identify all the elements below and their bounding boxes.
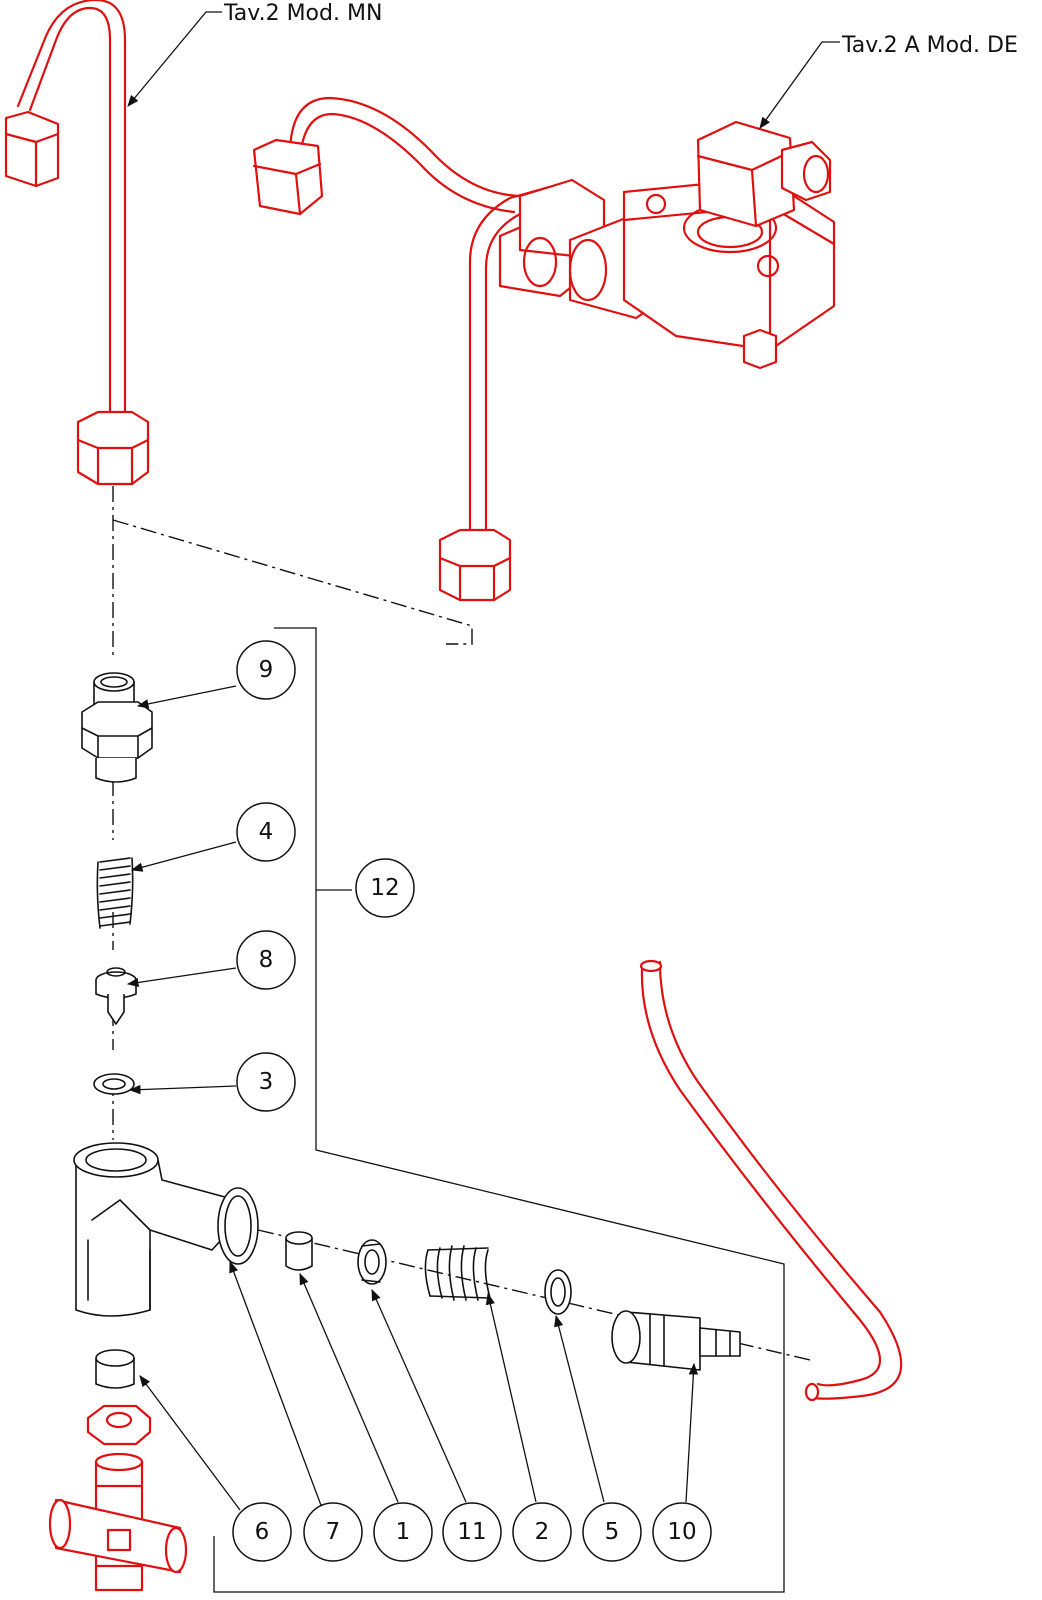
flexible-hose-red xyxy=(639,959,903,1402)
reference-leader-mn xyxy=(127,11,222,107)
part-4-spring xyxy=(96,857,134,929)
part-2-spring xyxy=(424,1245,491,1301)
balloon-label: 7 xyxy=(326,1519,341,1545)
kit-bracket xyxy=(213,627,785,1593)
reference-label-mn: Tav.2 Mod. MN xyxy=(223,1,382,26)
balloon-7: 7 xyxy=(303,1502,363,1562)
balloon-8: 8 xyxy=(236,930,296,990)
balloon-label: 2 xyxy=(535,1519,550,1545)
balloon-label: 1 xyxy=(396,1519,411,1545)
balloon-9: 9 xyxy=(236,640,296,700)
balloon-4: 4 xyxy=(236,802,296,862)
part-10-hose-connector xyxy=(611,1310,741,1371)
part-7-sleeve xyxy=(285,1231,313,1271)
balloon-label: 4 xyxy=(259,819,274,845)
tee-fitting-red xyxy=(48,1452,188,1592)
balloon-2: 2 xyxy=(512,1502,572,1562)
balloon-5: 5 xyxy=(582,1502,642,1562)
balloon-label: 9 xyxy=(259,657,274,683)
nut-de-left xyxy=(252,138,324,216)
part-5-oring xyxy=(544,1269,572,1315)
balloon-6: 6 xyxy=(232,1502,292,1562)
part-body-tee xyxy=(73,1142,259,1317)
reference-leader-de xyxy=(759,41,840,129)
balloon-3: 3 xyxy=(236,1052,296,1112)
balloon-label: 6 xyxy=(255,1519,270,1545)
balloon-label: 10 xyxy=(667,1519,696,1545)
balloon-label: 5 xyxy=(605,1519,620,1545)
tube-mod-mn xyxy=(4,0,150,486)
nut-de-bottom xyxy=(438,528,512,602)
balloon-label: 11 xyxy=(457,1519,486,1545)
nut-mn-top xyxy=(4,110,60,188)
part-9-nipple xyxy=(81,672,153,783)
balloon-11: 11 xyxy=(442,1502,502,1562)
balloon-10: 10 xyxy=(652,1502,712,1562)
valve-assembly-mod-de xyxy=(252,96,836,602)
balloon-label: 3 xyxy=(259,1069,274,1095)
part-1-retainer xyxy=(357,1239,387,1285)
balloon-leaders xyxy=(126,685,699,1511)
balloon-label: 8 xyxy=(259,947,274,973)
part-8-poppet xyxy=(95,967,137,1025)
balloon-12: 12 xyxy=(355,858,415,918)
nut-mn-bottom xyxy=(76,410,150,486)
hex-nut-lower xyxy=(86,1404,152,1446)
balloon-1: 1 xyxy=(373,1502,433,1562)
solenoid-coil-connector xyxy=(696,120,832,228)
part-3-washer xyxy=(93,1073,135,1095)
reference-label-de: Tav.2 A Mod. DE xyxy=(841,33,1018,58)
balloon-label: 12 xyxy=(370,875,399,901)
part-6-cap xyxy=(95,1349,135,1389)
